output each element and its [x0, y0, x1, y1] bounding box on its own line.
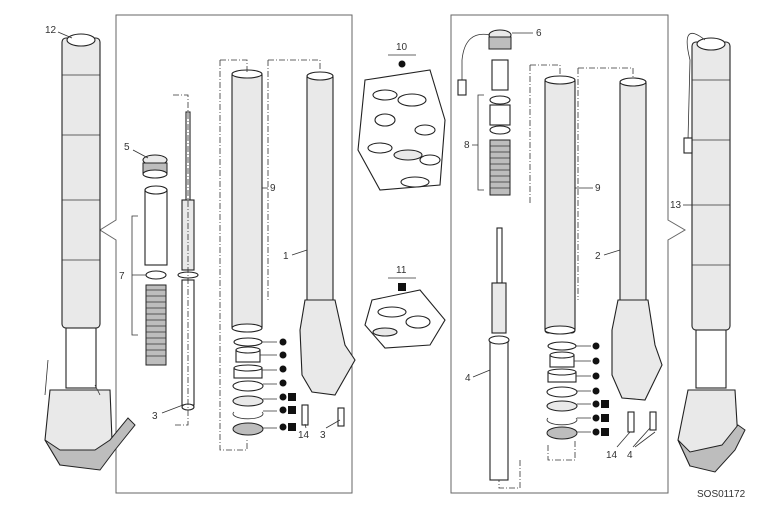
callout-11: 11 [396, 265, 407, 276]
callout-1: 1 [283, 251, 289, 262]
complete-fork-right [677, 33, 746, 473]
kit-markers-right [592, 342, 609, 436]
callout-9: 9 [270, 183, 276, 194]
part-1-inner-tube-foot [299, 71, 356, 427]
part-4-cartridge [488, 227, 510, 481]
kit-a-marker [398, 60, 406, 68]
drawing-code: SOS01172 [697, 489, 746, 500]
complete-fork-left [44, 33, 136, 471]
part-2-inner-tube-foot [611, 77, 663, 433]
kit-b-marker [398, 283, 406, 291]
callout-6: 6 [536, 28, 542, 39]
callout-10: 10 [396, 42, 408, 53]
callout-7: 7 [119, 271, 125, 282]
seal-stack-left [232, 337, 264, 436]
part-7-spring-assembly [144, 185, 168, 366]
part-11-seal-kit [364, 289, 446, 349]
callout-12: 12 [45, 25, 57, 36]
part-5-cap [142, 154, 168, 179]
callout-4-screws: 4 [627, 450, 633, 461]
part-10-seal-kit [357, 69, 446, 191]
callout-14: 14 [298, 430, 310, 441]
part-8-spring-assembly [489, 95, 511, 196]
part-6-cap-sensor [457, 29, 512, 96]
callout-8: 8 [464, 140, 470, 151]
callout-13: 13 [670, 200, 682, 211]
part-9-outer-tube-right [544, 75, 576, 335]
right-group-frame [450, 14, 686, 494]
callout-14-right: 14 [606, 450, 618, 461]
part-9-outer-tube [231, 69, 263, 333]
kit-markers-left [279, 338, 296, 431]
seal-stack-right [546, 341, 578, 440]
callout-5: 5 [124, 142, 130, 153]
left-group-frame [99, 14, 353, 494]
callout-9-right: 9 [595, 183, 601, 194]
callout-2: 2 [595, 251, 601, 262]
callout-4: 4 [465, 373, 471, 384]
callout-3: 3 [152, 411, 158, 422]
callout-3-screws: 3 [320, 430, 326, 441]
